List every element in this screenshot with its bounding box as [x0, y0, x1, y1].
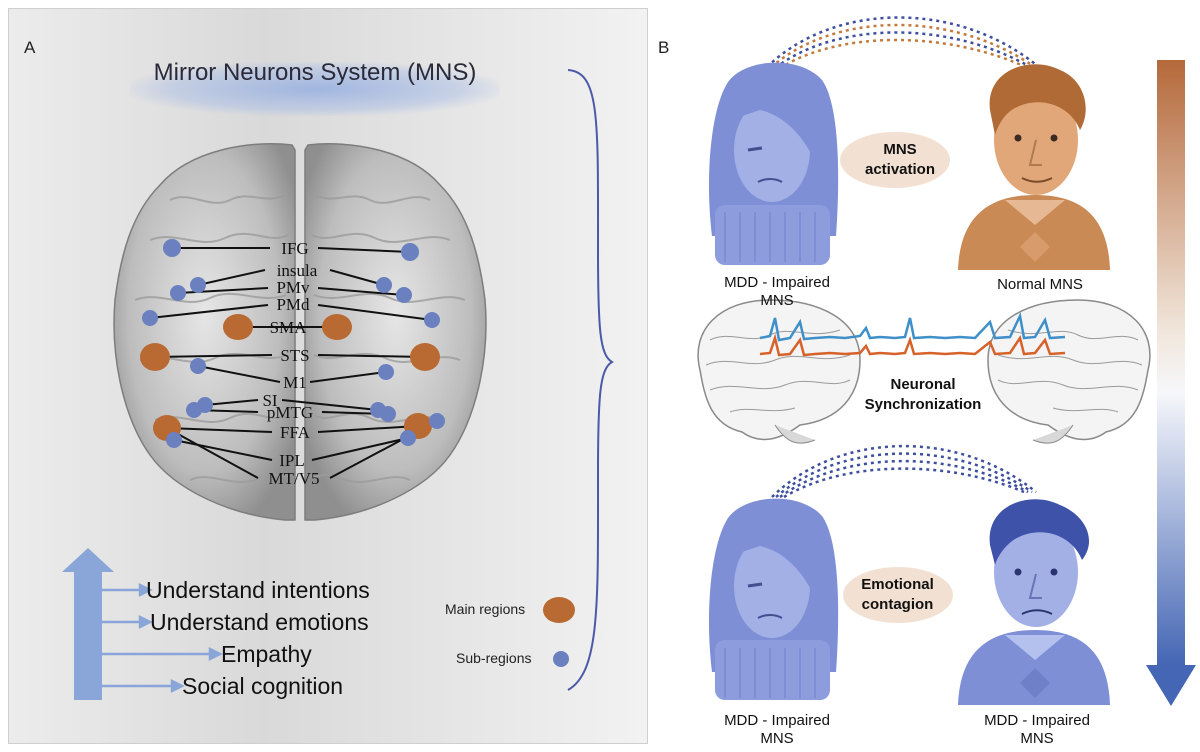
legend-sub-label: Sub-regions: [456, 650, 532, 666]
label-pmd: PMd: [276, 295, 310, 314]
legend-main-label: Main regions: [445, 601, 526, 617]
emotional-contagion-haze: [843, 567, 953, 623]
mns-title: Mirror Neurons System (MNS): [153, 59, 477, 86]
sync-wave-orange: [759, 333, 1066, 357]
curly-brace: [567, 69, 614, 691]
brain-side-right: [987, 299, 1151, 444]
top-connection-arcs: [761, 16, 1041, 74]
function-empathy: Empathy: [221, 641, 312, 667]
caption-bottom-right: MDD - Impaired MNS: [984, 712, 1090, 747]
region-labels: IFG insula PMv PMd SMA STS M1 SI pMTG FF…: [262, 239, 319, 488]
function-understand-intentions: Understand intentions: [146, 577, 370, 603]
panel-a-letter: A: [24, 38, 36, 57]
label-neuronal-synchronization: Neuronal Synchronization: [864, 376, 982, 413]
label-mtv5: MT/V5: [269, 469, 320, 488]
function-understand-emotions: Understand emotions: [150, 609, 369, 635]
mns-activation-haze: [840, 132, 950, 188]
title-cloud: [130, 62, 500, 116]
label-sts: STS: [280, 346, 309, 365]
label-si: SI: [262, 391, 277, 410]
label-mns-activation: MNS activation: [864, 141, 936, 178]
caption-top-left: MDD - Impaired MNS: [724, 274, 830, 309]
label-sma: SMA: [270, 318, 308, 337]
sub-region-markers: [142, 239, 445, 448]
label-pmtg: pMTG: [267, 403, 313, 422]
label-m1: M1: [283, 373, 307, 392]
legend-sub-marker: [553, 651, 569, 667]
panel-b-letter: B: [658, 38, 670, 57]
legend-main-marker: [543, 597, 575, 623]
label-ifg: IFG: [281, 239, 308, 258]
label-emotional-contagion: Emotional contagion: [861, 576, 934, 613]
gradient-arrow: [1146, 60, 1196, 706]
label-ffa: FFA: [280, 423, 311, 442]
caption-bottom-left: MDD - Impaired MNS: [724, 712, 830, 747]
label-insula: insula: [277, 261, 318, 280]
impaired-man-bottom: [958, 499, 1110, 705]
label-pmv: PMv: [276, 278, 310, 297]
normal-person-top: [958, 64, 1110, 270]
impaired-person-bottom: [708, 498, 839, 700]
impaired-person-top: [708, 62, 839, 265]
sync-wave-blue: [759, 311, 1066, 342]
function-arrow: [62, 548, 223, 700]
caption-top-right: Normal MNS: [997, 276, 1083, 293]
label-ipl: IPL: [279, 451, 305, 470]
function-social-cognition: Social cognition: [182, 673, 344, 699]
brain-side-left: [697, 299, 861, 444]
bottom-connection-arcs: [771, 444, 1037, 499]
